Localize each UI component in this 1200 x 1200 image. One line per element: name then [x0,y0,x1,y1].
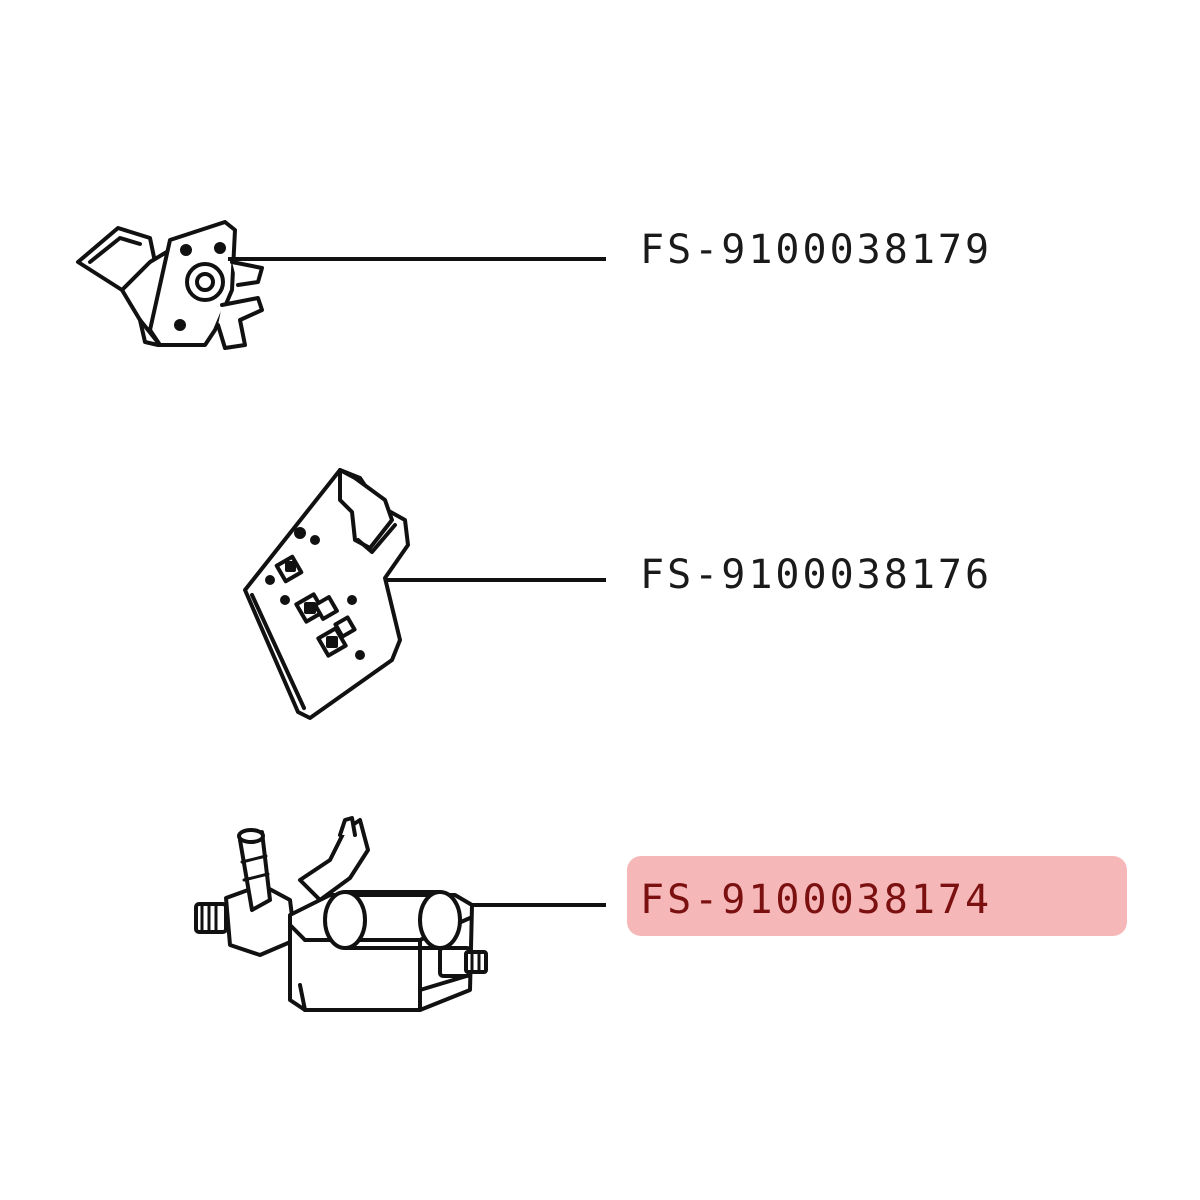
leader-line-part-3 [470,903,606,907]
selected-part-highlight [627,856,1127,936]
part-number-label-1[interactable]: FS-9100038179 [640,227,993,273]
leader-line-part-2 [385,578,606,582]
part-number-label-2[interactable]: FS-9100038176 [640,552,993,598]
leader-line-part-1 [228,257,606,261]
part-number-label-3[interactable]: FS-9100038174 [640,877,993,923]
